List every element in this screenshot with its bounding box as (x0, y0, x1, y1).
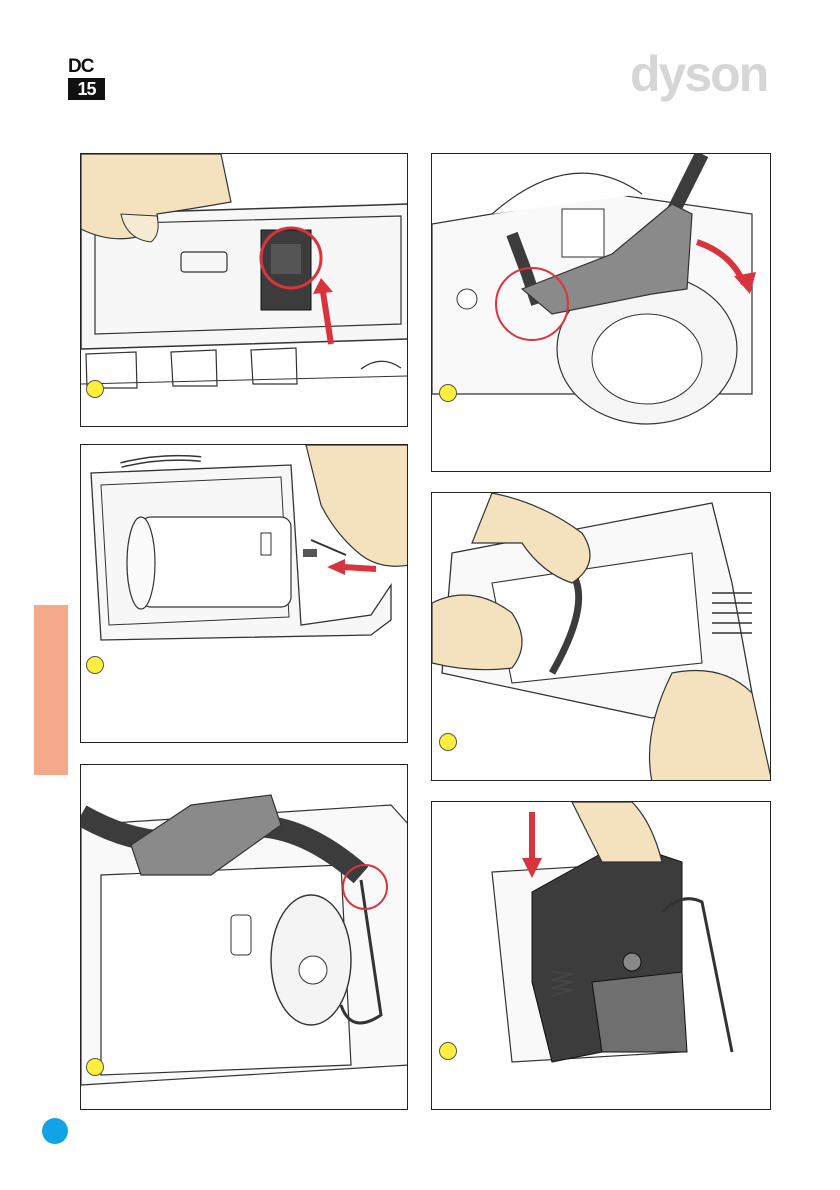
step-marker-6 (439, 1042, 457, 1060)
illustration-panel-6 (431, 801, 771, 1110)
illustration-panel-1 (80, 153, 408, 427)
step-marker-4 (439, 384, 457, 402)
illustration-panel-4 (431, 153, 771, 472)
illustration-panel-3 (80, 764, 408, 1110)
step-marker-2 (86, 656, 104, 674)
illustration-pressing-down-handle-assembly (432, 802, 771, 1110)
brand-logo: dyson (630, 44, 775, 104)
illustration-panel-5 (431, 492, 771, 781)
model-logo-bottom: 15 (68, 78, 105, 100)
illustration-hands-fitting-cable-into-housing (432, 493, 771, 781)
step-marker-5 (439, 733, 457, 751)
step-marker-1 (86, 380, 104, 398)
illustration-cable-routed-through-motor-housing (81, 765, 408, 1110)
section-tab (34, 605, 68, 775)
illustration-panel-2 (80, 444, 408, 743)
page-indicator-dot (42, 1118, 68, 1144)
step-marker-3 (86, 1058, 104, 1076)
illustration-hand-connecting-motor-terminal (81, 445, 408, 743)
model-logo: DC 15 (68, 57, 105, 100)
illustration-finger-lifting-tab (81, 154, 408, 427)
model-logo-top: DC (68, 57, 105, 77)
illustration-tool-rotating-clip (432, 154, 771, 472)
